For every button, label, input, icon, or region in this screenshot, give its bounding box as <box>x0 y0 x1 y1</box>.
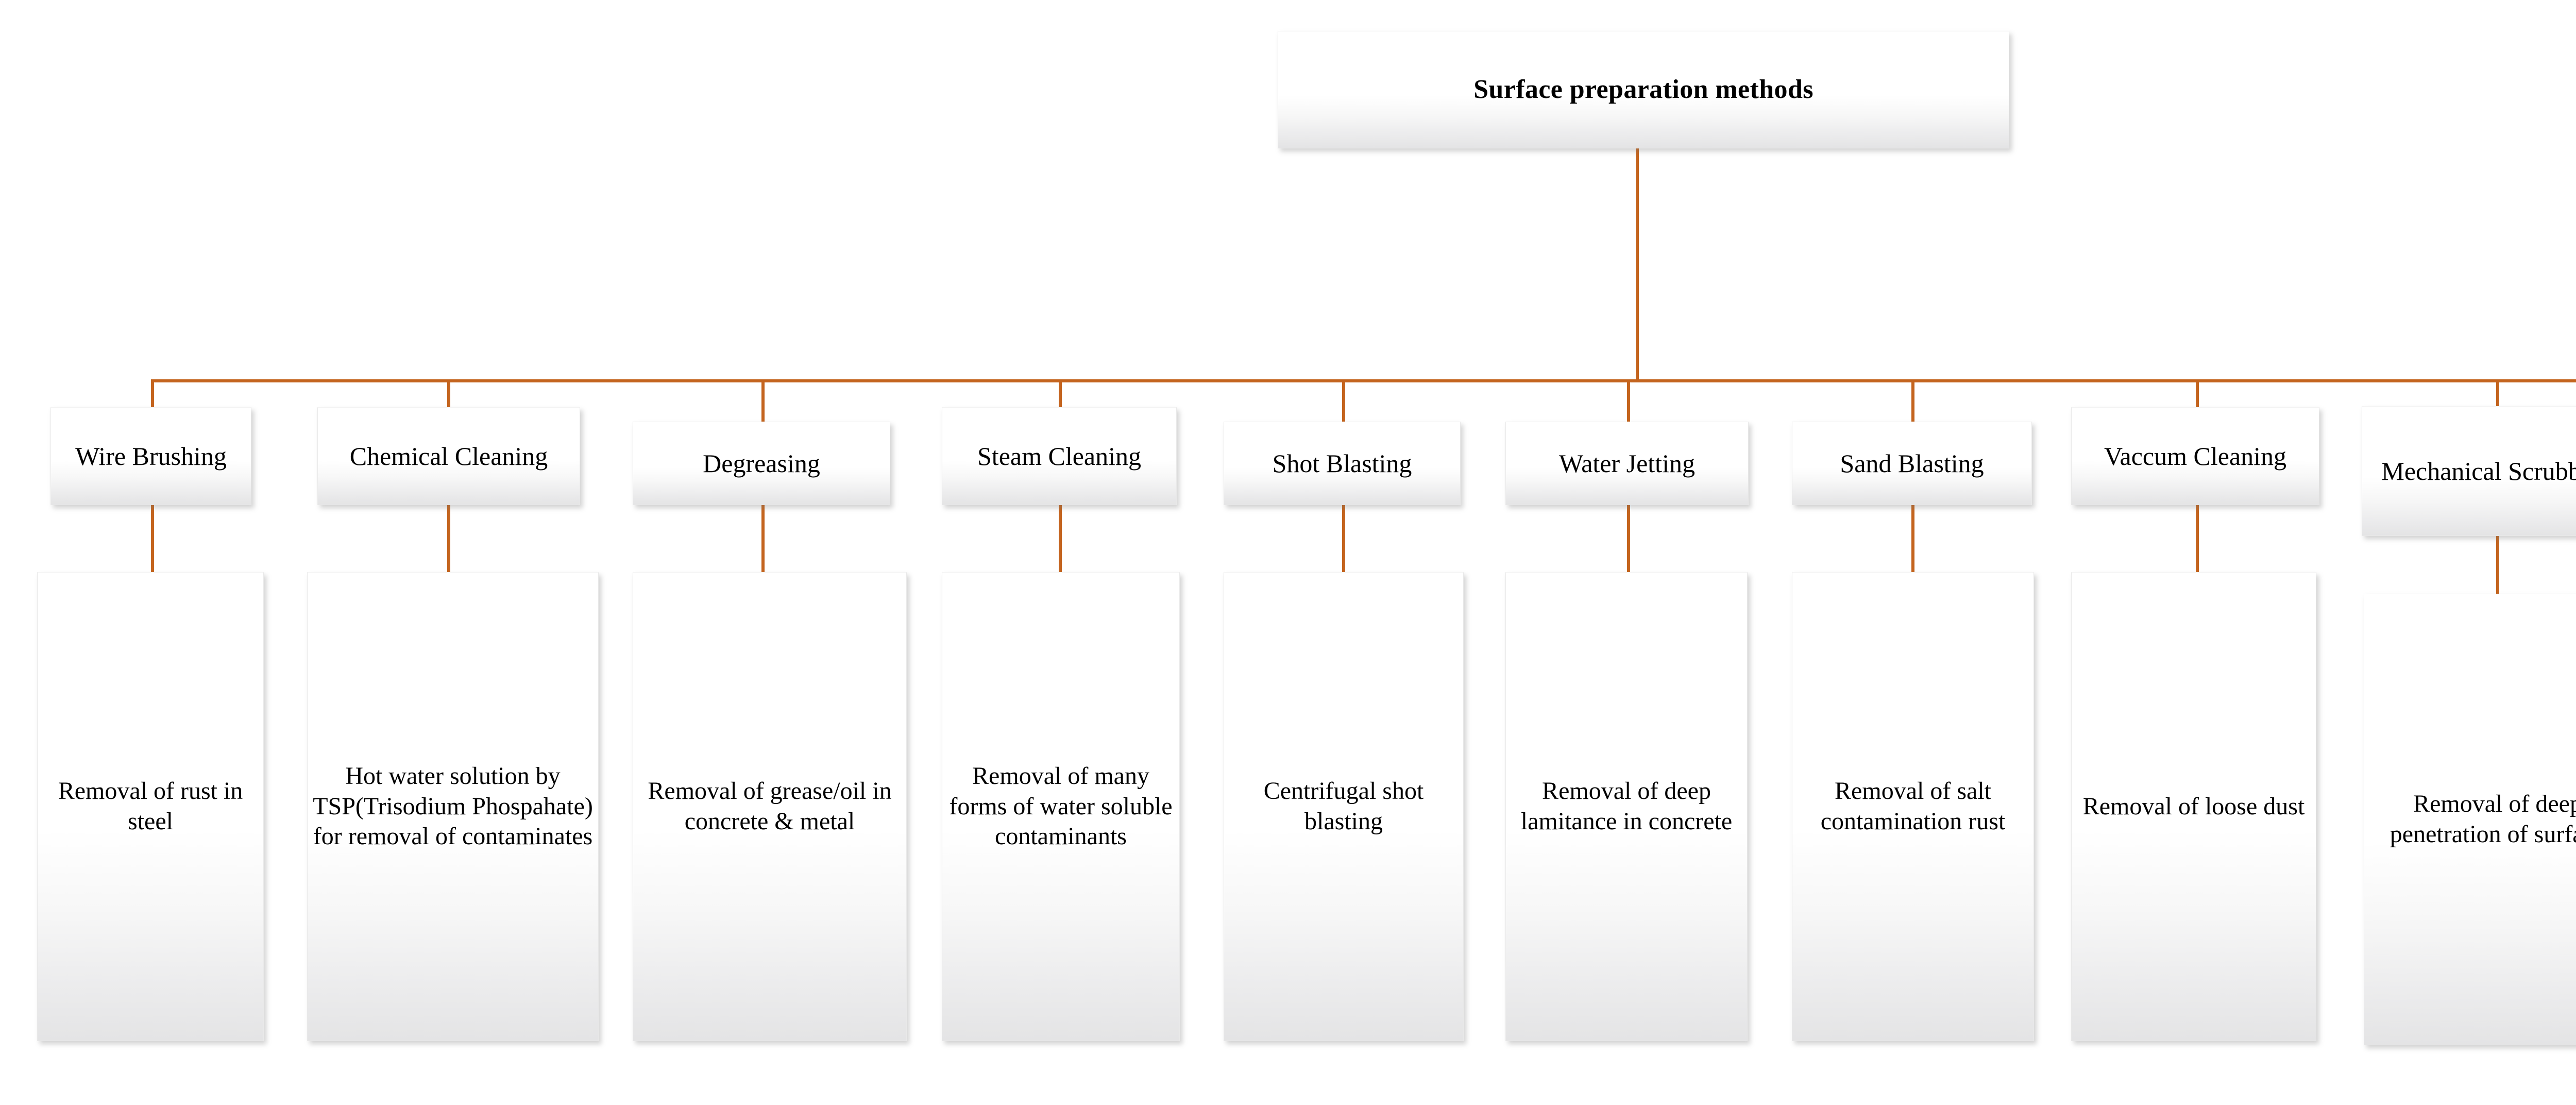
method-label-vaccum-cleaning: Vaccum Cleaning <box>2104 442 2287 471</box>
description-label-steam-cleaning: Removal of many forms of water soluble c… <box>949 762 1173 850</box>
connector-root-trunk <box>1636 147 1639 380</box>
description-node-mechanical-scrubbing[interactable]: Removal of deep penetration of surface <box>2364 594 2576 1045</box>
method-node-wire-brushing[interactable]: Wire Brushing <box>50 407 251 505</box>
method-label-mechanical-scrubbing: Mechanical Scrubbing <box>2381 457 2576 485</box>
description-label-wire-brushing: Removal of rust in steel <box>58 777 243 835</box>
connector-bus-drop-1 <box>151 379 154 409</box>
connector-method-desc-9 <box>2496 536 2499 594</box>
root-node-surface-preparation-methods[interactable]: Surface preparation methods <box>1278 31 2009 148</box>
connector-method-desc-5 <box>1342 504 1345 572</box>
description-label-degreasing: Removal of grease/oil in concrete & meta… <box>648 777 892 835</box>
connector-bus-drop-3 <box>761 379 765 423</box>
root-node-label: Surface preparation methods <box>1473 74 1814 104</box>
description-label-chemical-cleaning: Hot water solution by TSP(Trisodium Phos… <box>313 762 593 850</box>
method-node-water-jetting[interactable]: Water Jetting <box>1505 422 1749 505</box>
description-node-steam-cleaning[interactable]: Removal of many forms of water soluble c… <box>942 572 1180 1041</box>
description-label-vaccum-cleaning: Removal of loose dust <box>2082 792 2305 820</box>
description-label-shot-blasting: Centrifugal shot blasting <box>1263 777 1424 835</box>
connector-method-desc-8 <box>2196 504 2199 572</box>
method-label-sand-blasting: Sand Blasting <box>1840 449 1984 478</box>
method-label-degreasing: Degreasing <box>703 449 820 478</box>
connector-bus-drop-6 <box>1627 379 1630 423</box>
connector-bus-drop-5 <box>1342 379 1345 423</box>
connector-bus-drop-7 <box>1911 379 1914 423</box>
method-label-steam-cleaning: Steam Cleaning <box>977 442 1141 471</box>
description-label-mechanical-scrubbing: Removal of deep penetration of surface <box>2389 790 2576 848</box>
connector-method-desc-2 <box>447 504 450 572</box>
method-node-sand-blasting[interactable]: Sand Blasting <box>1792 422 2032 505</box>
description-node-degreasing[interactable]: Removal of grease/oil in concrete & meta… <box>633 572 907 1041</box>
connector-method-desc-6 <box>1627 504 1630 572</box>
description-label-sand-blasting: Removal of salt contamination rust <box>1820 777 2006 835</box>
description-node-chemical-cleaning[interactable]: Hot water solution by TSP(Trisodium Phos… <box>307 572 599 1041</box>
connector-bus-drop-8 <box>2196 379 2199 409</box>
method-node-vaccum-cleaning[interactable]: Vaccum Cleaning <box>2071 407 2319 505</box>
connector-method-desc-3 <box>761 504 765 572</box>
description-node-vaccum-cleaning[interactable]: Removal of loose dust <box>2071 572 2316 1041</box>
connector-bus-drop-9 <box>2496 379 2499 408</box>
description-node-sand-blasting[interactable]: Removal of salt contamination rust <box>1792 572 2034 1041</box>
description-node-water-jetting[interactable]: Removal of deep lamitance in concrete <box>1505 572 1748 1041</box>
method-node-chemical-cleaning[interactable]: Chemical Cleaning <box>317 407 580 505</box>
method-node-mechanical-scrubbing[interactable]: Mechanical Scrubbing <box>2362 406 2576 536</box>
method-node-steam-cleaning[interactable]: Steam Cleaning <box>942 407 1177 505</box>
connector-method-desc-1 <box>151 504 154 572</box>
method-label-water-jetting: Water Jetting <box>1559 449 1695 478</box>
method-node-shot-blasting[interactable]: Shot Blasting <box>1224 422 1461 505</box>
description-label-water-jetting: Removal of deep lamitance in concrete <box>1520 777 1733 835</box>
method-label-shot-blasting: Shot Blasting <box>1272 449 1412 478</box>
description-node-wire-brushing[interactable]: Removal of rust in steel <box>37 572 264 1041</box>
method-label-chemical-cleaning: Chemical Cleaning <box>349 442 548 471</box>
connector-horizontal-bus <box>151 379 2576 382</box>
connector-method-desc-7 <box>1911 504 1914 572</box>
method-node-degreasing[interactable]: Degreasing <box>633 422 890 505</box>
connector-bus-drop-4 <box>1059 379 1062 409</box>
connector-method-desc-4 <box>1059 504 1062 572</box>
connector-bus-drop-2 <box>447 379 450 409</box>
method-label-wire-brushing: Wire Brushing <box>75 442 227 471</box>
description-node-shot-blasting[interactable]: Centrifugal shot blasting <box>1224 572 1464 1041</box>
